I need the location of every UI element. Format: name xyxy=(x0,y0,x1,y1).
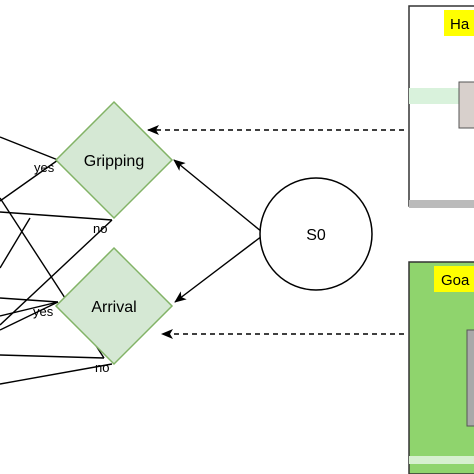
edge-label-gripping-yes: yes xyxy=(34,160,55,175)
state-s0-label: S0 xyxy=(306,227,326,244)
panel-top: Ha xyxy=(408,5,474,208)
decision-gripping[interactable] xyxy=(54,100,174,220)
panel-bottom: Goa xyxy=(408,261,474,474)
decision-arrival-label: Arrival xyxy=(91,299,136,316)
panel-bottom-tag xyxy=(434,266,474,292)
arrow-s0-to-arrival xyxy=(174,235,263,303)
arrow-s0-to-gripping xyxy=(173,159,263,233)
panel-bottom-object xyxy=(466,329,474,427)
panel-top-tag-text: Ha xyxy=(450,16,470,33)
edge-label-arrival-no: no xyxy=(95,360,109,375)
panel-top-bottom-bar xyxy=(409,200,474,208)
edge-label-gripping-no: no xyxy=(93,221,107,236)
decision-gripping-label: Gripping xyxy=(84,153,144,170)
left-connectors xyxy=(0,136,113,385)
panel-top-object xyxy=(458,81,474,129)
panel-top-tag xyxy=(444,10,474,36)
panel-bottom-tag-text: Goa xyxy=(441,272,470,289)
state-s0[interactable] xyxy=(259,177,373,291)
panel-top-track xyxy=(409,88,474,104)
decision-arrival[interactable] xyxy=(54,246,174,366)
edge-label-arrival-yes: yes xyxy=(33,304,54,319)
panel-bottom-track xyxy=(409,456,474,464)
